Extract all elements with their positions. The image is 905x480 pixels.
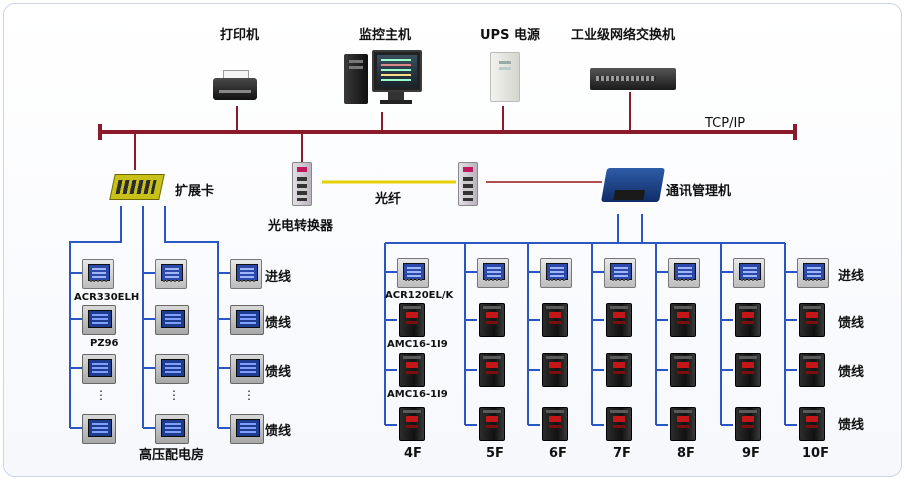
line-in-label: 进线 [838, 269, 865, 284]
meter-icon[interactable] [397, 258, 429, 288]
amc-meter-icon[interactable] [479, 407, 505, 441]
diagram-frame [3, 3, 902, 477]
amc-meter-icon[interactable] [542, 407, 568, 441]
model-pz96: PZ96 [90, 338, 119, 349]
floor-label: 10F [802, 446, 829, 461]
model-amc16-2: AMC16-1I9 [387, 389, 448, 400]
model-acr330elh: ACR330ELH [74, 292, 140, 303]
meter-icon[interactable] [733, 258, 765, 288]
amc-meter-icon[interactable] [399, 303, 425, 337]
meter-icon[interactable] [540, 258, 572, 288]
amc-meter-icon[interactable] [606, 303, 632, 337]
amc-meter-icon[interactable] [606, 353, 632, 387]
floor-label: 7F [613, 446, 631, 461]
meter-icon[interactable] [82, 414, 116, 444]
amc-meter-icon[interactable] [670, 407, 696, 441]
expansion-card-icon[interactable] [109, 174, 165, 200]
ellipsis: ⋮ [168, 388, 180, 402]
converter-icon[interactable] [292, 162, 312, 206]
meter-icon[interactable] [604, 258, 636, 288]
feeder-label: 馈线 [838, 365, 865, 380]
meter-icon[interactable] [155, 354, 189, 384]
amc-meter-icon[interactable] [799, 353, 825, 387]
meter-icon[interactable] [82, 305, 116, 335]
meter-icon[interactable] [668, 258, 700, 288]
feeder-label: 馈线 [265, 365, 292, 380]
amc-meter-icon[interactable] [799, 407, 825, 441]
ups-icon[interactable] [490, 52, 520, 102]
meter-icon[interactable] [155, 259, 187, 289]
amc-meter-icon[interactable] [399, 407, 425, 441]
feeder-label: 馈线 [838, 316, 865, 331]
host-label: 监控主机 [359, 28, 412, 43]
hv-room-label: 高压配电房 [139, 448, 205, 463]
ellipsis: ⋮ [243, 388, 255, 402]
converter-icon-2[interactable] [458, 162, 478, 206]
amc-meter-icon[interactable] [399, 353, 425, 387]
amc-meter-icon[interactable] [542, 353, 568, 387]
amc-meter-icon[interactable] [542, 303, 568, 337]
amc-meter-icon[interactable] [670, 353, 696, 387]
computer-icon[interactable] [344, 50, 424, 108]
amc-meter-icon[interactable] [479, 303, 505, 337]
floor-label: 4F [404, 446, 422, 461]
comm-manager-label: 通讯管理机 [666, 184, 732, 199]
amc-meter-icon[interactable] [479, 353, 505, 387]
fiber-label: 光纤 [375, 192, 402, 207]
switch-label: 工业级网络交换机 [571, 28, 676, 43]
converter-label: 光电转换器 [268, 219, 334, 234]
model-amc16-1: AMC16-1I9 [387, 339, 448, 350]
meter-icon[interactable] [797, 258, 829, 288]
floor-label: 8F [677, 446, 695, 461]
amc-meter-icon[interactable] [735, 407, 761, 441]
amc-meter-icon[interactable] [670, 303, 696, 337]
feeder-label: 馈线 [838, 418, 865, 433]
meter-icon[interactable] [230, 305, 264, 335]
amc-meter-icon[interactable] [799, 303, 825, 337]
meter-icon[interactable] [155, 305, 189, 335]
amc-meter-icon[interactable] [735, 353, 761, 387]
printer-label: 打印机 [220, 28, 260, 43]
amc-meter-icon[interactable] [606, 407, 632, 441]
model-acr120elk: ACR120EL/K [385, 290, 454, 301]
floor-label: 6F [549, 446, 567, 461]
expansion-card-label: 扩展卡 [175, 184, 215, 199]
meter-icon[interactable] [230, 414, 264, 444]
left-wiring [69, 206, 230, 429]
network-switch-icon[interactable] [590, 68, 676, 90]
feeder-label: 馈线 [265, 424, 292, 439]
ups-label: UPS 电源 [480, 28, 540, 43]
feeder-label: 馈线 [265, 316, 292, 331]
printer-icon[interactable] [213, 70, 257, 102]
amc-meter-icon[interactable] [735, 303, 761, 337]
meter-icon[interactable] [477, 258, 509, 288]
tcpip-label: TCP/IP [705, 116, 746, 131]
right-wiring [384, 214, 797, 426]
comm-manager-icon[interactable] [601, 168, 665, 202]
meter-icon[interactable] [82, 259, 114, 289]
meter-icon[interactable] [230, 259, 262, 289]
meter-icon[interactable] [155, 414, 189, 444]
meter-icon[interactable] [230, 354, 264, 384]
floor-label: 5F [486, 446, 504, 461]
line-in-label: 进线 [265, 270, 292, 285]
meter-icon[interactable] [82, 354, 116, 384]
floor-label: 9F [742, 446, 760, 461]
ellipsis: ⋮ [95, 388, 107, 402]
